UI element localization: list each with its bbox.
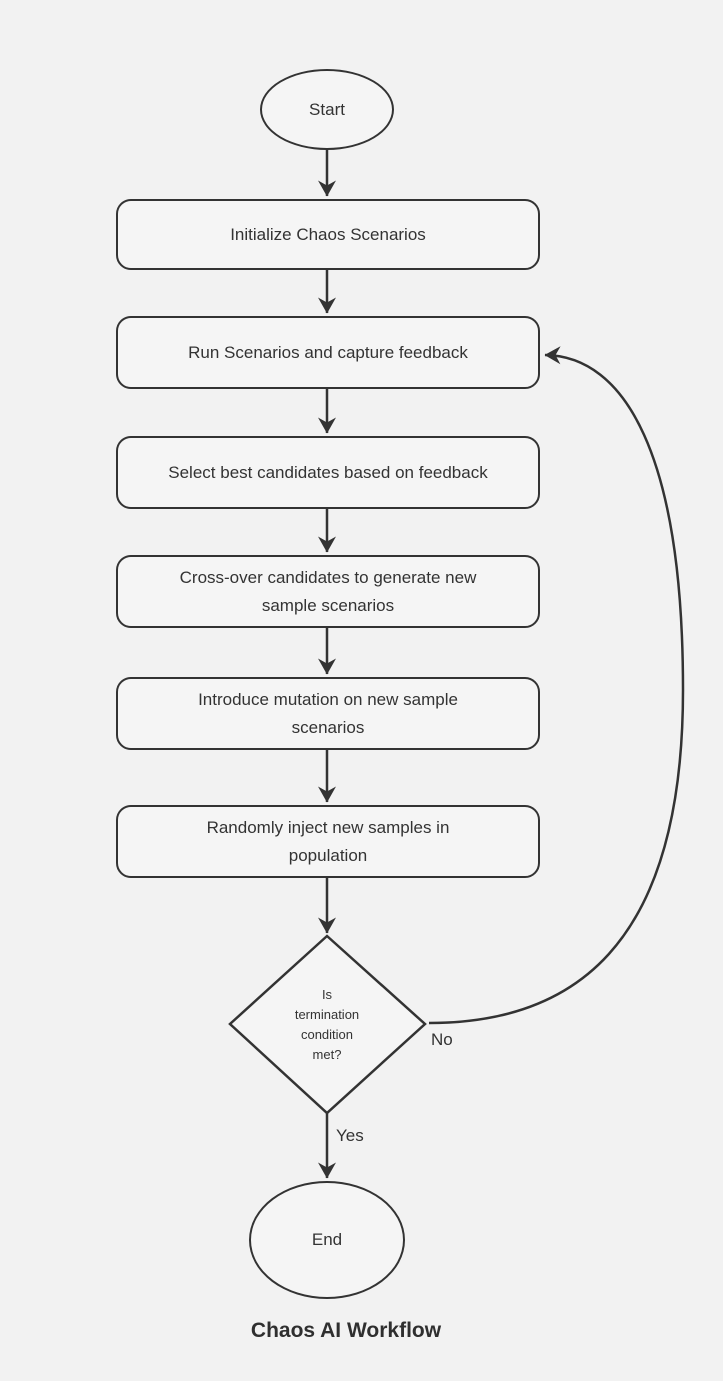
node-end-label: End (311, 1230, 343, 1249)
edge-decision-run-no-loop (428, 346, 685, 1025)
node-initialize-label: Initialize Chaos Scenarios (230, 224, 426, 244)
node-select-best-candidates: Select best candidates based on feedback (116, 436, 540, 509)
node-decision-label: Is termination condition met? (294, 987, 360, 1062)
node-inject-label: Randomly inject new samples in populatio… (206, 817, 450, 865)
edge-label-yes: Yes (336, 1126, 364, 1145)
node-decision-termination: Is termination condition met? (267, 983, 387, 1067)
node-crossover-label: Cross-over candidates to generate new sa… (179, 567, 477, 615)
node-run-scenarios: Run Scenarios and capture feedback (116, 316, 540, 389)
node-initialize-chaos-scenarios: Initialize Chaos Scenarios (116, 199, 540, 270)
edge-label-no: No (431, 1030, 453, 1049)
node-start-label: Start (309, 99, 345, 119)
node-select-label: Select best candidates based on feedback (168, 462, 488, 482)
node-run-label: Run Scenarios and capture feedback (188, 342, 468, 362)
node-start: Start (260, 69, 394, 150)
node-mutation-label: Introduce mutation on new sample scenari… (198, 689, 458, 737)
decision-diamond-shape (228, 934, 427, 1115)
diagram-title: Chaos AI Workflow (250, 1319, 442, 1342)
node-end: End (249, 1181, 405, 1299)
node-introduce-mutation: Introduce mutation on new sample scenari… (116, 677, 540, 750)
node-crossover-candidates: Cross-over candidates to generate new sa… (116, 555, 540, 628)
node-randomly-inject: Randomly inject new samples in populatio… (116, 805, 540, 878)
